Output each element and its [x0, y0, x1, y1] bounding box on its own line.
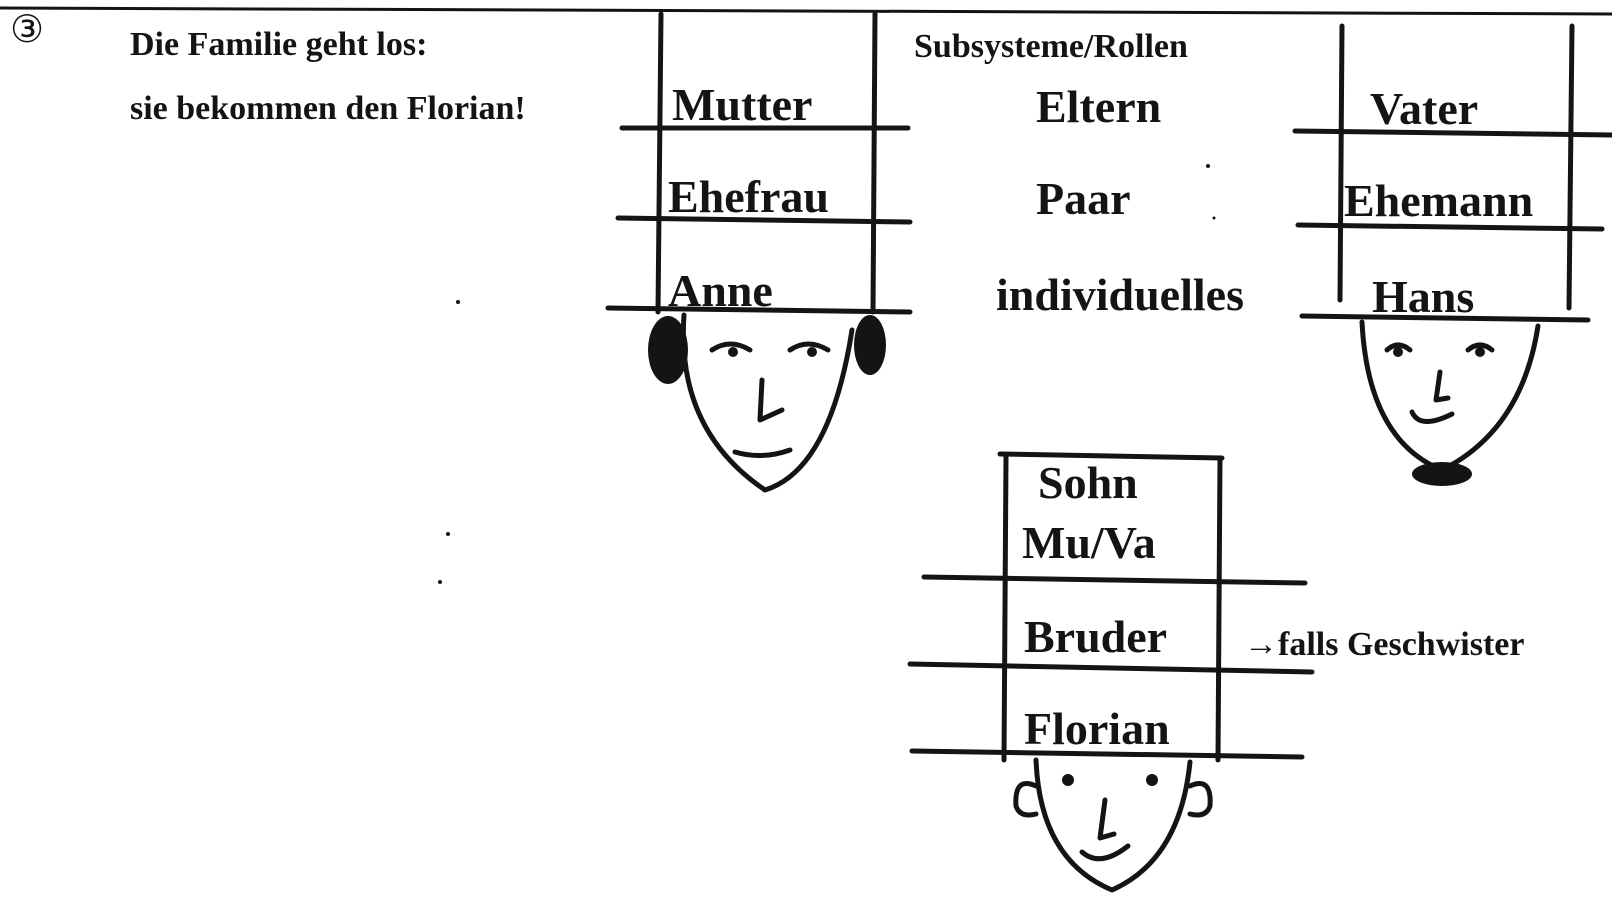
- child-face: [1013, 757, 1213, 893]
- father-hat: [1292, 23, 1612, 323]
- scan-specks: [438, 164, 1216, 584]
- heading-line-1: Die Familie geht los:: [130, 26, 428, 63]
- subsystem-paar: Paar: [1036, 173, 1131, 224]
- mother-face: [680, 312, 855, 493]
- father-role-vater: Vater: [1370, 83, 1479, 134]
- child-role-muva: Mu/Va: [1022, 517, 1156, 568]
- mother-eye-dots: [728, 347, 817, 357]
- mother-hair: [648, 315, 886, 384]
- step-number: ③: [10, 7, 45, 51]
- subsystems-header: Subsysteme/Rollen: [914, 28, 1188, 65]
- mother-role-ehefrau: Ehefrau: [668, 171, 829, 222]
- mother-role-name: Anne: [668, 265, 773, 316]
- child-role-name: Florian: [1024, 703, 1170, 754]
- siblings-note: →falls Geschwister: [1244, 626, 1525, 663]
- child-hat: [907, 451, 1315, 763]
- top-border-line: [0, 6, 1612, 16]
- subsystem-individuelles: individuelles: [996, 269, 1244, 320]
- father-face: [1359, 319, 1541, 473]
- heading-line-2: sie bekommen den Florian!: [130, 90, 526, 127]
- mother-role-mutter: Mutter: [672, 79, 813, 130]
- subsystem-eltern: Eltern: [1036, 81, 1162, 132]
- child-role-bruder: Bruder: [1024, 611, 1168, 662]
- father-role-ehemann: Ehemann: [1344, 175, 1534, 226]
- mother-hat: [605, 11, 913, 315]
- child-eye-dots: [1062, 774, 1158, 786]
- child-role-sohn: Sohn: [1038, 457, 1138, 508]
- father-role-name: Hans: [1372, 271, 1475, 322]
- father-beard: [1412, 462, 1472, 486]
- father-eye-dots: [1393, 347, 1485, 357]
